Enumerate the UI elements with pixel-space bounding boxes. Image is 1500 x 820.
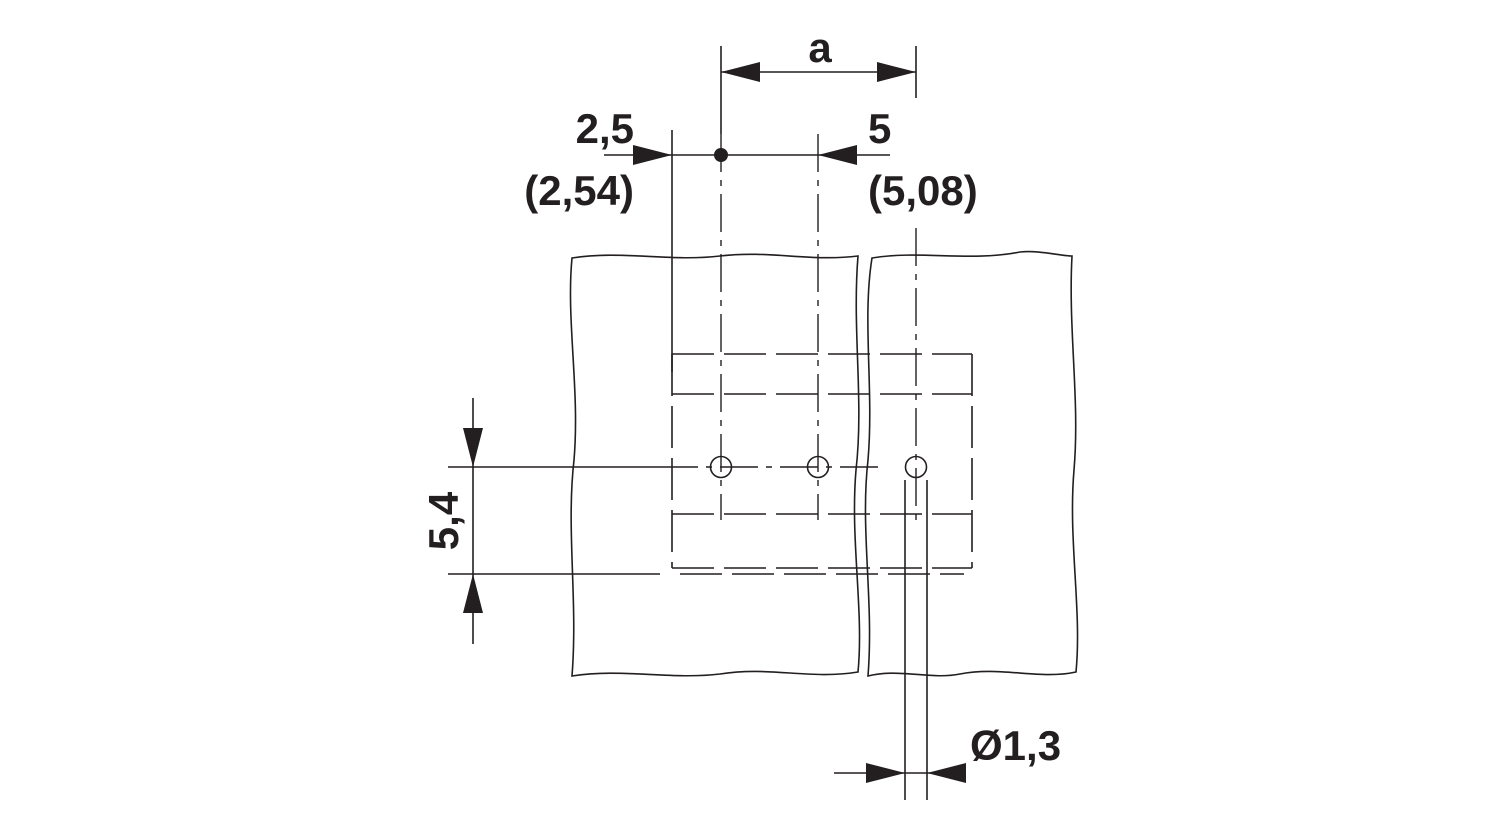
label-row-offset: 5,4 — [420, 491, 467, 550]
label-pitch: 5 — [868, 105, 891, 152]
terminal-block-outline — [671, 353, 973, 575]
dimension-a — [721, 62, 916, 82]
pcb-board-left — [569, 253, 861, 677]
reference-dot — [714, 148, 728, 162]
drill-hole — [904, 455, 928, 479]
dimension-row-offset — [463, 398, 483, 644]
label-half-pitch: 2,5 — [576, 105, 634, 152]
drill-holes — [709, 455, 928, 479]
extension-lines — [448, 46, 928, 800]
label-hole-diameter: Ø1,3 — [970, 722, 1061, 769]
dimension-hole-diameter — [834, 763, 966, 783]
dimension-pitch — [604, 145, 890, 165]
label-half-pitch-inch: (2,54) — [524, 167, 634, 214]
label-a: a — [808, 24, 832, 71]
drill-hole — [709, 455, 733, 479]
drill-hole — [806, 455, 830, 479]
label-pitch-inch: (5,08) — [868, 167, 978, 214]
pin-center-lines — [660, 134, 917, 520]
